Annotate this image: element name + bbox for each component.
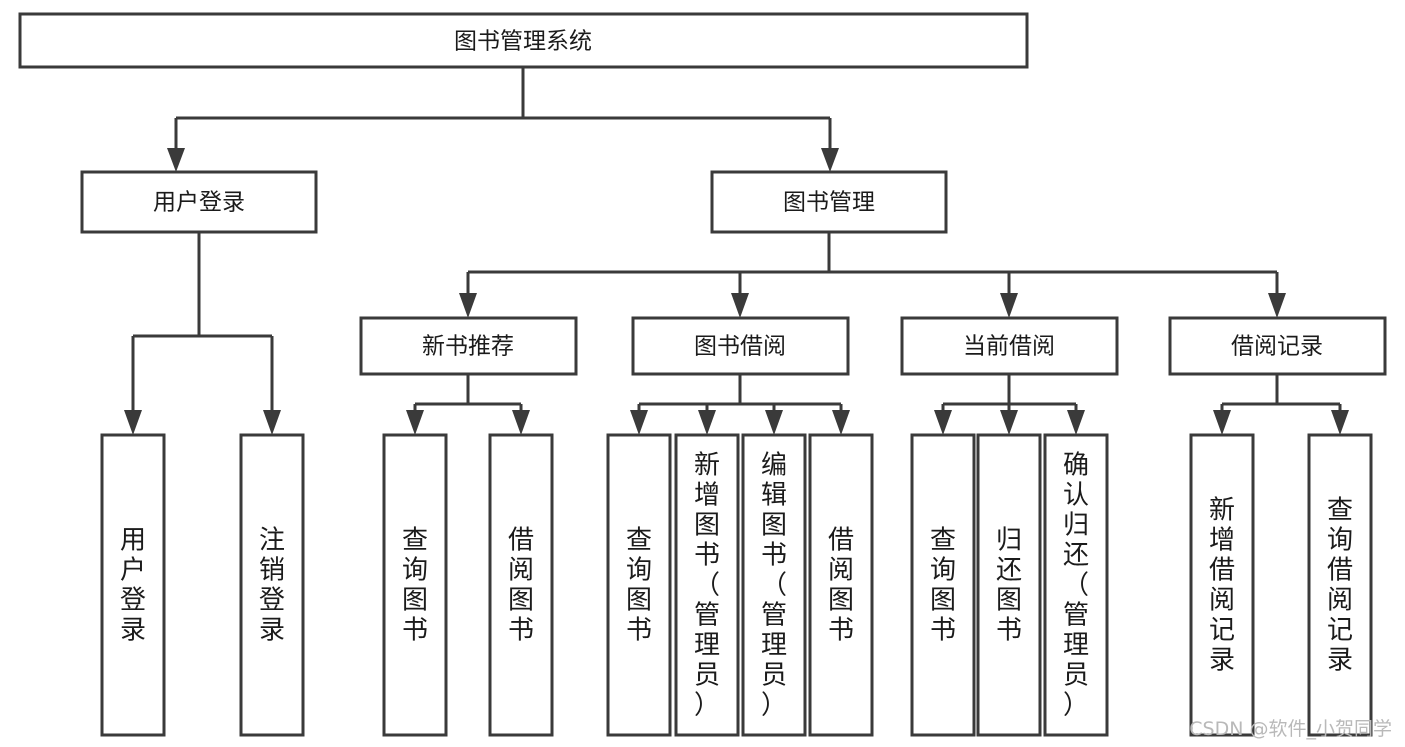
- node-new-book-recommend-box[interactable]: [359, 316, 578, 376]
- node-leaf-query-book-2[interactable]: 查询图书: [606, 433, 672, 737]
- node-borrow-record-label: 借阅记录: [1231, 334, 1323, 360]
- arrow-head-leaf-query-book-2: [630, 410, 648, 435]
- node-leaf-query-book-2-label: 查询图书: [626, 525, 652, 645]
- node-leaf-confirm-return-box[interactable]: [1043, 433, 1109, 737]
- node-leaf-confirm-return-label: 确认归还（管理员）: [1063, 450, 1089, 720]
- node-root[interactable]: 图书管理系统: [18, 12, 1029, 69]
- arrow-head-book-management: [821, 148, 839, 172]
- node-leaf-query-record-box[interactable]: [1307, 433, 1373, 737]
- node-leaf-borrow-book-1[interactable]: 借阅图书: [488, 433, 554, 737]
- node-new-book-recommend-label: 新书推荐: [422, 334, 514, 360]
- arrow-head-leaf-edit-book: [765, 410, 783, 435]
- arrow-head-user-login: [167, 148, 185, 172]
- arrow-head-leaf-query-record: [1331, 410, 1349, 435]
- node-leaf-user-logout-label: 注销登录: [259, 525, 285, 645]
- node-leaf-query-record[interactable]: 查询借阅记录: [1307, 433, 1373, 737]
- node-borrow-record-box[interactable]: [1168, 316, 1387, 376]
- node-leaf-query-record-label: 查询借阅记录: [1327, 495, 1353, 675]
- node-current-borrow-box[interactable]: [900, 316, 1119, 376]
- node-leaf-borrow-book-2-label: 借阅图书: [828, 525, 854, 645]
- node-leaf-edit-book-label: 编辑图书（管理员）: [761, 450, 787, 720]
- node-leaf-user-login-box[interactable]: [100, 433, 166, 737]
- node-book-borrow-box[interactable]: [631, 316, 850, 376]
- node-leaf-query-book-1-box[interactable]: [382, 433, 448, 737]
- node-leaf-add-book[interactable]: 新增图书（管理员）: [674, 433, 740, 737]
- node-borrow-record[interactable]: 借阅记录: [1168, 316, 1387, 376]
- node-leaf-query-book-1-label: 查询图书: [402, 525, 428, 645]
- node-leaf-user-logout[interactable]: 注销登录: [239, 433, 305, 737]
- connector-book-management-to-level3: [466, 232, 1279, 296]
- arrow-head-leaf-borrow-book-2: [832, 410, 850, 435]
- node-leaf-edit-book[interactable]: 编辑图书（管理员）: [741, 433, 807, 737]
- node-book-management-label: 图书管理: [783, 190, 875, 216]
- node-leaf-return-book-box[interactable]: [976, 433, 1042, 737]
- node-leaf-return-book[interactable]: 归还图书: [976, 433, 1042, 737]
- node-leaf-add-record[interactable]: 新增借阅记录: [1189, 433, 1255, 737]
- node-leaf-borrow-book-2[interactable]: 借阅图书: [808, 433, 874, 737]
- node-leaf-add-book-box[interactable]: [674, 433, 740, 737]
- node-leaf-query-book-1[interactable]: 查询图书: [382, 433, 448, 737]
- arrow-head-leaf-return-book: [1000, 410, 1018, 435]
- node-leaf-user-login-label: 用户登录: [120, 525, 146, 645]
- csdn-watermark: CSDN @软件_小贺同学: [1189, 718, 1392, 740]
- arrow-head-book-borrow: [731, 293, 749, 318]
- arrow-head-leaf-user-login: [124, 410, 142, 435]
- node-root-box[interactable]: [18, 12, 1029, 69]
- node-leaf-query-book-3-box[interactable]: [910, 433, 976, 737]
- node-user-login-label: 用户登录: [153, 190, 245, 216]
- node-new-book-recommend[interactable]: 新书推荐: [359, 316, 578, 376]
- arrow-head-leaf-query-book-1: [406, 410, 424, 435]
- connector-borrow-record-to-leaves: [1220, 374, 1342, 414]
- node-leaf-user-login[interactable]: 用户登录: [100, 433, 166, 737]
- connectors-layer: [124, 67, 1349, 435]
- node-current-borrow-label: 当前借阅: [963, 334, 1055, 360]
- connector-book-borrow-to-leaves: [637, 374, 843, 414]
- arrow-head-leaf-add-book: [698, 410, 716, 435]
- arrow-head-leaf-query-book-3: [934, 410, 952, 435]
- node-user-login-box[interactable]: [80, 170, 318, 234]
- arrow-head-borrow-record: [1268, 293, 1286, 318]
- node-leaf-borrow-book-1-box[interactable]: [488, 433, 554, 737]
- node-leaf-query-book-3[interactable]: 查询图书: [910, 433, 976, 737]
- arrow-head-leaf-borrow-book-1: [512, 410, 530, 435]
- node-leaf-query-book-2-box[interactable]: [606, 433, 672, 737]
- arrow-head-leaf-user-logout: [263, 410, 281, 435]
- node-leaf-edit-book-box[interactable]: [741, 433, 807, 737]
- node-leaf-confirm-return[interactable]: 确认归还（管理员）: [1043, 433, 1109, 737]
- connector-root-to-level2: [174, 67, 832, 152]
- node-current-borrow[interactable]: 当前借阅: [900, 316, 1119, 376]
- node-leaf-add-book-label: 新增图书（管理员）: [694, 450, 720, 720]
- arrow-head-leaf-confirm-return: [1067, 410, 1085, 435]
- node-book-borrow-label: 图书借阅: [694, 334, 786, 360]
- node-book-management[interactable]: 图书管理: [710, 170, 948, 234]
- node-leaf-add-record-label: 新增借阅记录: [1209, 495, 1235, 675]
- node-leaf-borrow-book-2-box[interactable]: [808, 433, 874, 737]
- arrow-head-current-borrow: [1000, 293, 1018, 318]
- arrow-head-new-book-recommend: [459, 293, 477, 318]
- node-leaf-add-record-box[interactable]: [1189, 433, 1255, 737]
- node-book-borrow[interactable]: 图书借阅: [631, 316, 850, 376]
- connector-new-book-recommend-to-leaves: [413, 374, 523, 414]
- arrow-head-leaf-add-record: [1213, 410, 1231, 435]
- connector-user-login-to-leaves: [131, 232, 274, 414]
- node-user-login[interactable]: 用户登录: [80, 170, 318, 234]
- node-leaf-query-book-3-label: 查询图书: [930, 525, 956, 645]
- node-leaf-user-logout-box[interactable]: [239, 433, 305, 737]
- node-book-management-box[interactable]: [710, 170, 948, 234]
- node-root-label: 图书管理系统: [454, 29, 592, 55]
- connector-current-borrow-to-leaves: [941, 374, 1078, 414]
- node-leaf-borrow-book-1-label: 借阅图书: [508, 525, 534, 645]
- node-leaf-return-book-label: 归还图书: [996, 525, 1022, 645]
